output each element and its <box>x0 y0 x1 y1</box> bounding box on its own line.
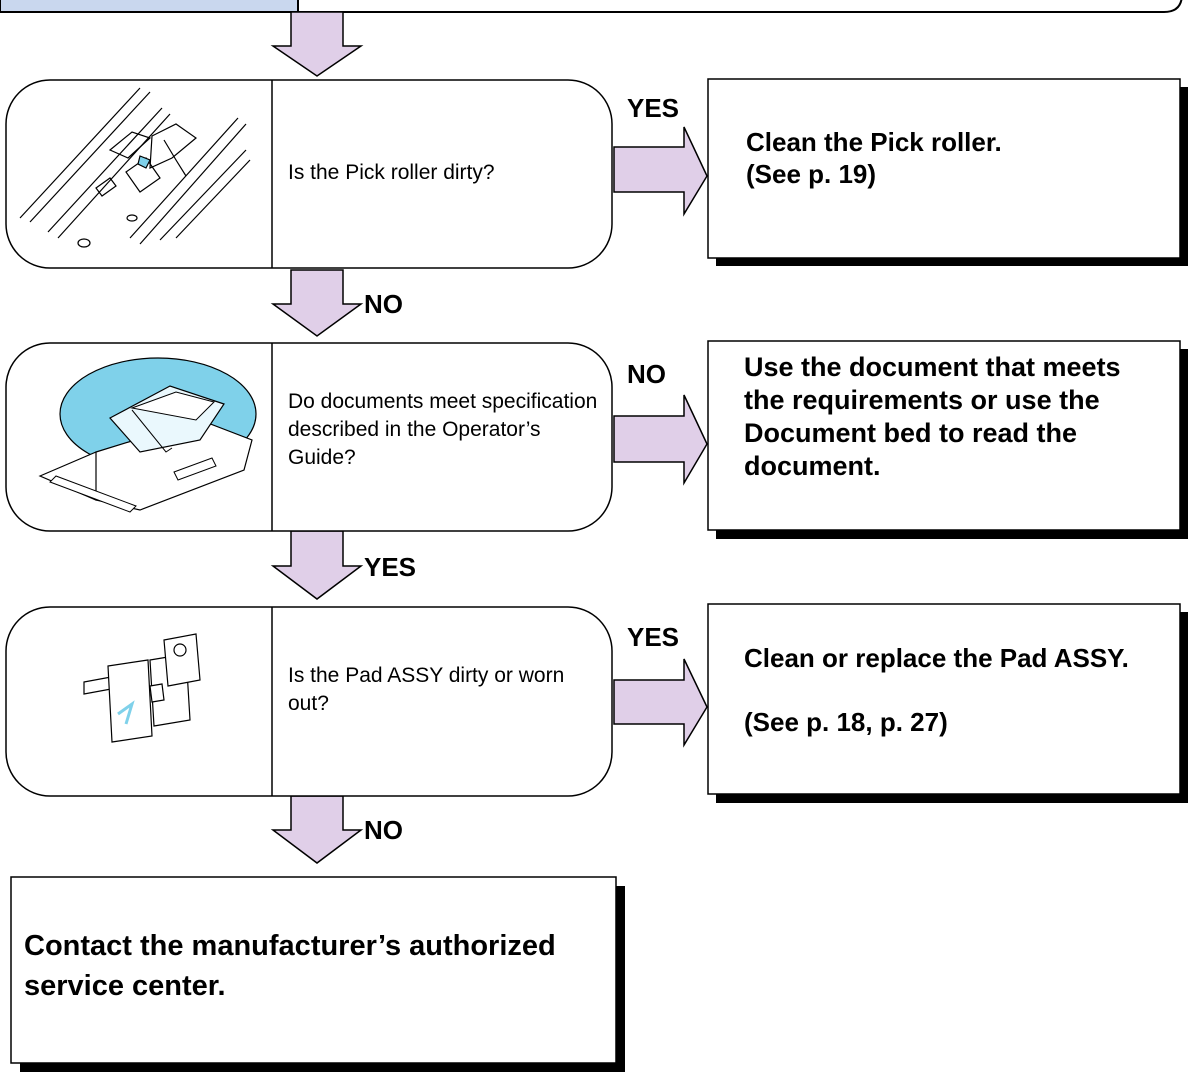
answer-down-2: YES <box>364 552 417 582</box>
arrow-right-2 <box>613 394 708 486</box>
answer-right-2: NO <box>627 359 666 389</box>
arrow-right-3 <box>613 658 708 748</box>
pick-roller-icon <box>19 87 251 248</box>
answer-right-1: YES <box>627 93 680 123</box>
arrow-down-3 <box>270 530 364 600</box>
question-text-2: Do documents meet specification describe… <box>288 390 598 469</box>
arrow-down-1 <box>270 11 364 77</box>
top-bar <box>0 0 1183 13</box>
answer-right-3: YES <box>627 622 680 652</box>
action-3-line-2: (See p. 18, p. 27) <box>744 707 948 737</box>
question-text-3: Is the Pad ASSY dirty or worn out? <box>288 664 565 715</box>
arrow-right-1 <box>613 126 708 217</box>
answer-down-1: NO <box>364 289 403 319</box>
action-2-text: Use the document that meets the requirem… <box>744 352 1121 481</box>
final-box <box>10 876 625 1072</box>
scanner-icon <box>38 357 257 513</box>
action-1-line-2: (See p. 19) <box>746 159 877 189</box>
question-text-1: Is the Pick roller dirty? <box>288 161 495 184</box>
question-box-3 <box>5 606 613 797</box>
final-action-text: Contact the manufacturer’s authorized se… <box>24 930 556 1002</box>
arrow-down-2 <box>270 269 364 337</box>
action-box-1 <box>707 78 1188 266</box>
action-3-line-1: Clean or replace the Pad ASSY. <box>744 643 1129 673</box>
arrow-down-4 <box>270 795 364 864</box>
answer-down-3: NO <box>364 815 403 845</box>
pad-assy-icon <box>83 633 201 743</box>
action-1-line-1: Clean the Pick roller. <box>746 127 1002 157</box>
action-box-2 <box>707 340 1188 539</box>
action-box-3 <box>707 603 1188 803</box>
